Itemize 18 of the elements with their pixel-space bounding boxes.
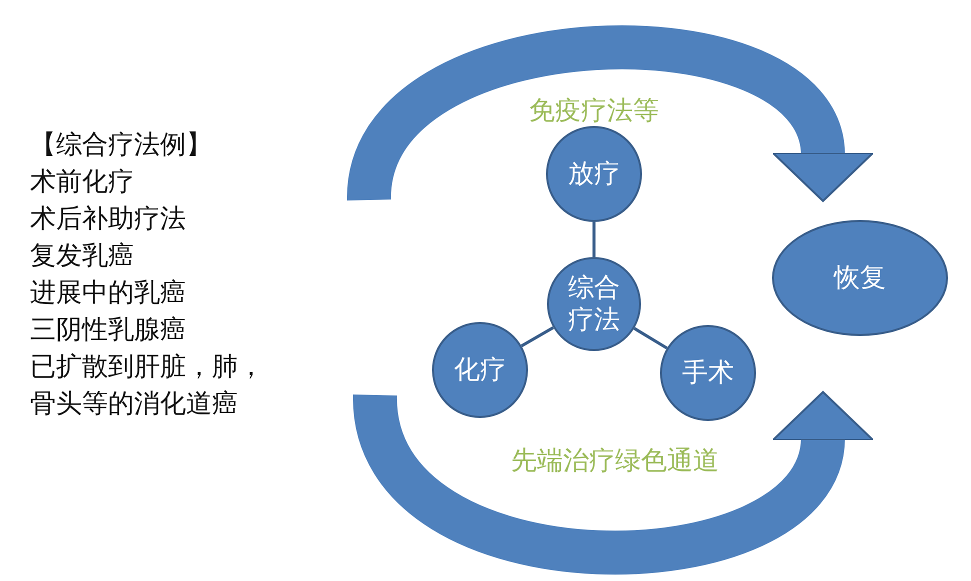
node-label: 化疗 [454, 354, 506, 386]
node-label: 恢复 [834, 262, 886, 294]
node-label: 综合疗法 [567, 272, 621, 336]
list-heading: 【综合疗法例】 [30, 129, 213, 162]
list-item: 进展中的乳癌 [30, 277, 187, 310]
list-item: 术后补助疗法 [30, 203, 187, 236]
connector-line [592, 222, 596, 257]
list-item: 复发乳癌 [30, 240, 135, 273]
list-item: 已扩散到肝脏，肺，骨头等的消化道癌 [30, 351, 265, 421]
node-label: 手术 [682, 357, 734, 389]
list-item: 三阴性乳腺癌 [30, 314, 187, 347]
curved-arrow [347, 26, 872, 204]
connector-line [520, 326, 554, 348]
annotation-text: 先端治疗绿色通道 [511, 445, 719, 478]
list-item: 术前化疗 [30, 166, 135, 199]
annotation-text: 免疫疗法等 [529, 95, 659, 128]
connector-line [633, 327, 668, 350]
node-label: 放疗 [568, 158, 620, 190]
